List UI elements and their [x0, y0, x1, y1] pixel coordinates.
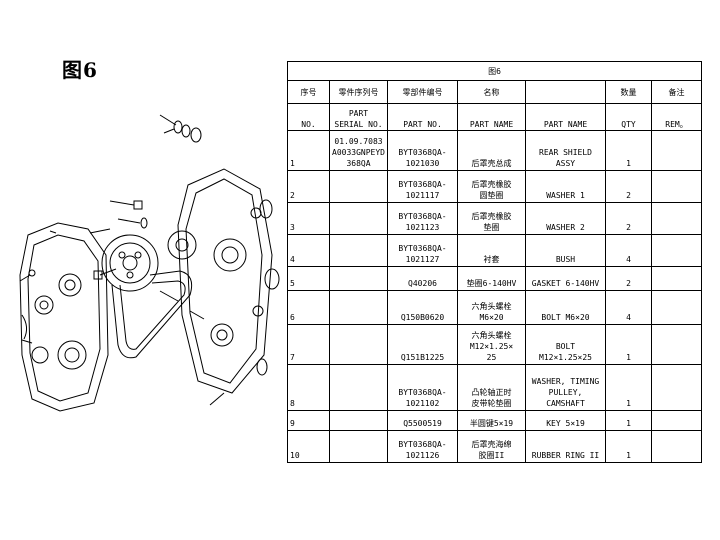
row-part-no: BYT0368QA- 1021127 — [387, 234, 458, 267]
row-name-en: BUSH — [525, 234, 606, 267]
row-qty: 4 — [605, 290, 652, 325]
header-serial: 零件序列号 — [329, 80, 388, 104]
row-name-en: REAR SHIELD ASSY — [525, 130, 606, 171]
row-name-en: WASHER 1 — [525, 170, 606, 203]
row-name-en: KEY 5×19 — [525, 410, 606, 431]
row-qty: 2 — [605, 266, 652, 291]
header-en-serial: PART SERIAL NO. — [329, 103, 388, 131]
parts-list-table: 图6 序号 零件序列号 零部件编号 名称 数量 备注 NO. PART SERI… — [287, 61, 702, 463]
header-en-part-no: PART NO. — [387, 103, 458, 131]
row-name-cn: 后罩壳橡胶 圆垫圈 — [457, 170, 526, 203]
header-en-remarks: REM。 — [651, 103, 702, 131]
header-name-cn: 名称 — [457, 80, 526, 104]
row-serial-no — [329, 430, 388, 463]
row-number: 5 — [287, 266, 330, 291]
row-part-no: Q5500519 — [387, 410, 458, 431]
row-name-cn: 六角头螺栓 M12×1.25× 25 — [457, 324, 526, 365]
row-name-en: WASHER 2 — [525, 202, 606, 235]
row-qty: 2 — [605, 170, 652, 203]
exploded-parts-drawing — [19, 114, 280, 412]
header-name-en — [525, 80, 606, 104]
row-name-cn: 后罩壳橡胶 垫圈 — [457, 202, 526, 235]
row-part-no: BYT0368QA- 1021126 — [387, 430, 458, 463]
row-qty: 1 — [605, 130, 652, 171]
row-name-cn: 半圆键5×19 — [457, 410, 526, 431]
row-qty: 1 — [605, 430, 652, 463]
row-name-cn: 后罩壳海绵 胶圈II — [457, 430, 526, 463]
row-part-no: BYT0368QA- 1021102 — [387, 364, 458, 411]
row-number: 3 — [287, 202, 330, 235]
row-qty: 1 — [605, 410, 652, 431]
row-remarks — [651, 410, 702, 431]
row-serial-no — [329, 234, 388, 267]
row-number: 10 — [287, 430, 330, 463]
header-seq: 序号 — [287, 80, 330, 104]
row-name-cn: 六角头螺栓 M6×20 — [457, 290, 526, 325]
row-part-no: Q150B0620 — [387, 290, 458, 325]
row-remarks — [651, 202, 702, 235]
row-name-en: GASKET 6-140HV — [525, 266, 606, 291]
row-remarks — [651, 364, 702, 411]
header-en-qty: QTY — [605, 103, 652, 131]
row-qty: 2 — [605, 202, 652, 235]
row-number: 9 — [287, 410, 330, 431]
row-qty: 1 — [605, 364, 652, 411]
row-qty: 1 — [605, 324, 652, 365]
row-serial-no — [329, 266, 388, 291]
table-caption: 图6 — [287, 61, 702, 81]
row-number: 4 — [287, 234, 330, 267]
header-qty: 数量 — [605, 80, 652, 104]
row-part-no: BYT0368QA- 1021117 — [387, 170, 458, 203]
header-en-name-en: PART NAME — [525, 103, 606, 131]
row-remarks — [651, 234, 702, 267]
row-remarks — [651, 266, 702, 291]
row-part-no: BYT0368QA- 1021030 — [387, 130, 458, 171]
row-name-en: BOLT M12×1.25×25 — [525, 324, 606, 365]
row-remarks — [651, 430, 702, 463]
header-en-name-cn: PART NAME — [457, 103, 526, 131]
header-part-no: 零部件编号 — [387, 80, 458, 104]
row-name-en: RUBBER RING II — [525, 430, 606, 463]
row-serial-no — [329, 170, 388, 203]
figure-title: 图6 — [62, 58, 98, 82]
row-serial-no — [329, 364, 388, 411]
row-name-cn: 垫圈6-140HV — [457, 266, 526, 291]
row-serial-no: 01.09.7083 A0033GNPEYD 368QA — [329, 130, 388, 171]
row-part-no: Q151B1225 — [387, 324, 458, 365]
header-remarks: 备注 — [651, 80, 702, 104]
row-name-cn: 凸轮轴正时 皮带轮垫圈 — [457, 364, 526, 411]
row-number: 6 — [287, 290, 330, 325]
row-qty: 4 — [605, 234, 652, 267]
row-number: 2 — [287, 170, 330, 203]
row-number: 1 — [287, 130, 330, 171]
row-remarks — [651, 324, 702, 365]
row-remarks — [651, 290, 702, 325]
row-serial-no — [329, 290, 388, 325]
row-name-en: BOLT M6×20 — [525, 290, 606, 325]
row-serial-no — [329, 324, 388, 365]
row-part-no: Q40206 — [387, 266, 458, 291]
row-name-cn: 后罩壳总成 — [457, 130, 526, 171]
row-remarks — [651, 170, 702, 203]
header-en-seq: NO. — [287, 103, 330, 131]
row-number: 7 — [287, 324, 330, 365]
row-remarks — [651, 130, 702, 171]
row-name-en: WASHER, TIMING PULLEY, CAMSHAFT — [525, 364, 606, 411]
row-number: 8 — [287, 364, 330, 411]
row-serial-no — [329, 410, 388, 431]
row-name-cn: 衬套 — [457, 234, 526, 267]
row-part-no: BYT0368QA- 1021123 — [387, 202, 458, 235]
row-serial-no — [329, 202, 388, 235]
